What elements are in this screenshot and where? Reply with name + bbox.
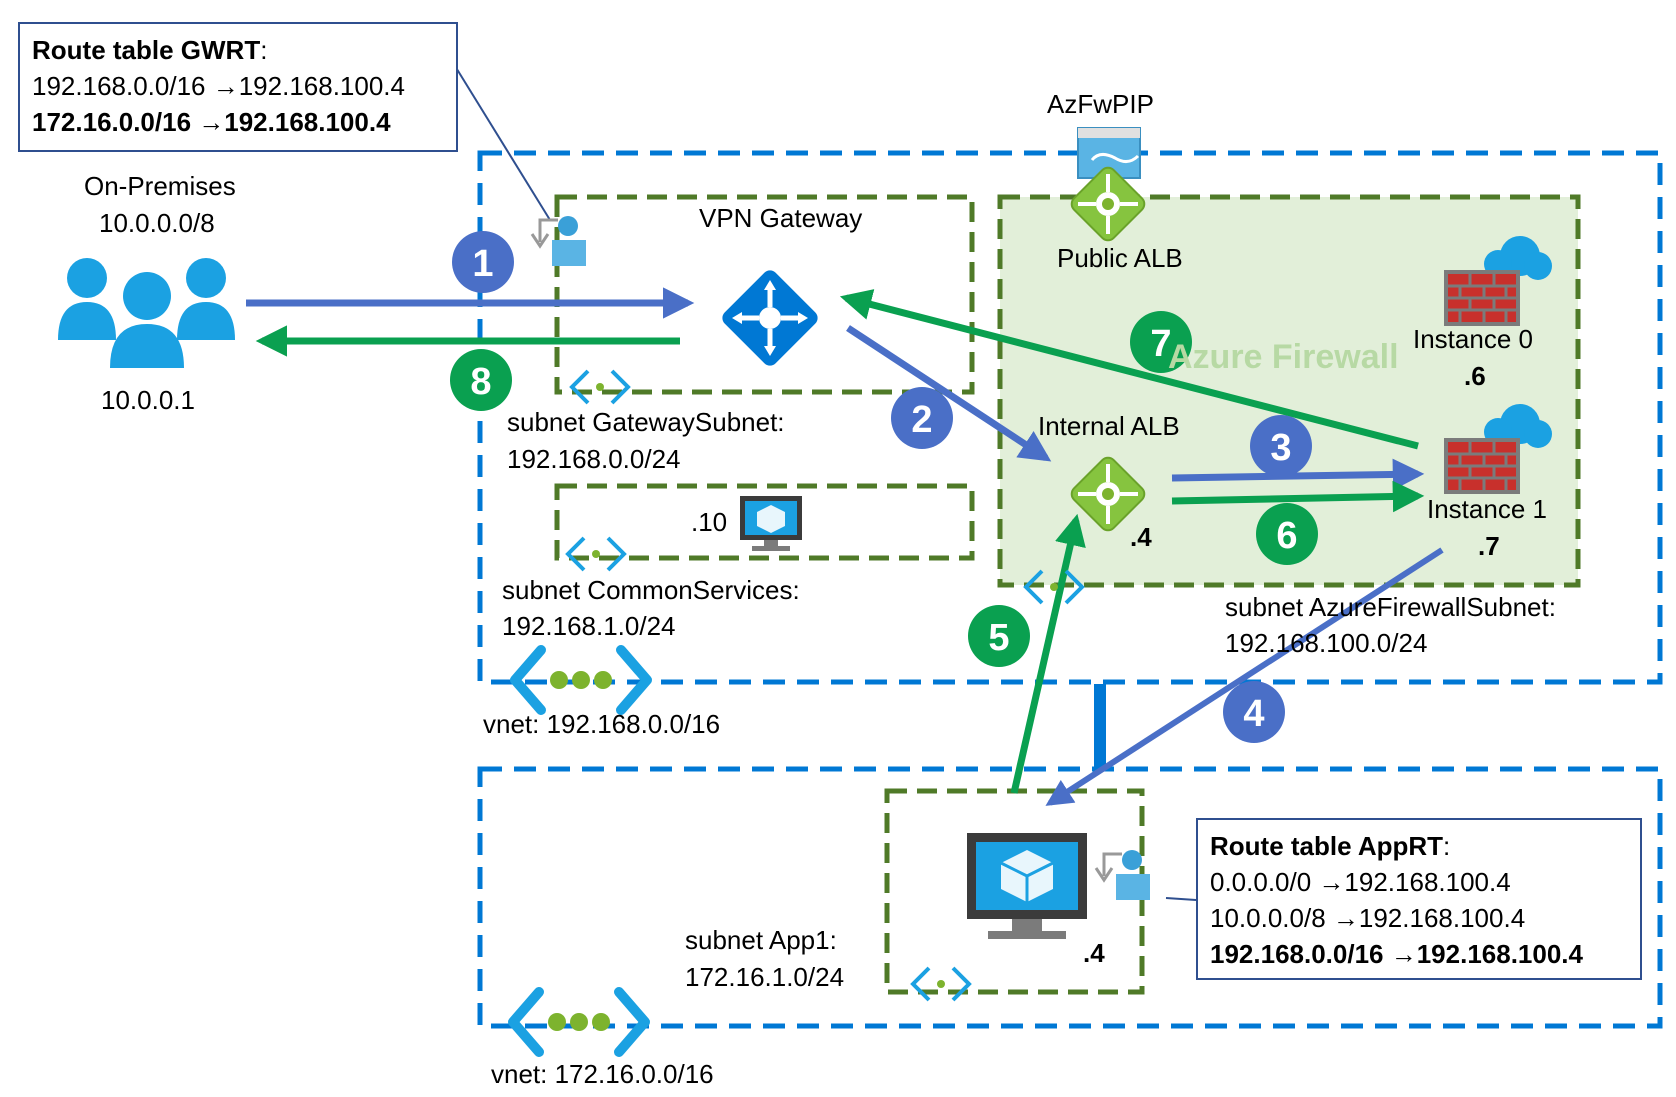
svg-text:1: 1 [472, 243, 493, 285]
spoke-vnet-box [477, 766, 1663, 1029]
apprt-route-1: 0.0.0.0/0 →192.168.100.4 [1210, 867, 1511, 897]
firewall-instance-0-label: Instance 0 [1413, 324, 1533, 354]
app1-subnet-label: subnet App1: [685, 925, 837, 955]
app1-vm-icon [967, 833, 1087, 939]
gwrt-route-2: 172.16.0.0/16 →192.168.100.4 [32, 107, 391, 137]
gateway-subnet-label: subnet GatewaySubnet: [507, 407, 785, 437]
public-ip-label: AzFwPIP [1047, 89, 1154, 119]
step-badge-4: 4 [1223, 681, 1285, 743]
hub-vnet-label: vnet: 192.168.0.0/16 [483, 709, 721, 739]
app1-subnet-cidr: 172.16.1.0/24 [685, 962, 845, 992]
common-services-vm-ip: .10 [691, 507, 728, 537]
commonservices-subnet-box [554, 483, 975, 561]
users-icon [58, 258, 235, 368]
on-premises-host-ip: 10.0.0.1 [101, 385, 195, 415]
gateway-subnet-cidr: 192.168.0.0/24 [507, 444, 681, 474]
commonservices-subnet-label: subnet CommonServices: [502, 575, 800, 605]
vpn-gateway-icon [722, 270, 818, 366]
svg-text:5: 5 [988, 617, 1009, 659]
spoke-vnet-icon [513, 992, 645, 1052]
step-badge-7: 7 [1130, 311, 1192, 373]
hub-vnet-box [477, 150, 1663, 685]
gwrt-route-1: 192.168.0.0/16 →192.168.100.4 [32, 71, 405, 101]
firewall-instance-0-ip: .6 [1464, 361, 1486, 391]
gwrt-title-colon: : [260, 35, 268, 65]
svg-text:6: 6 [1276, 515, 1297, 557]
route-table-apprt: Route table AppRT: 0.0.0.0/0 →192.168.10… [1196, 818, 1642, 980]
gwrt-route-table-icon [530, 214, 588, 268]
step-badge-2: 2 [891, 387, 953, 449]
firewall-subnet-cidr: 192.168.100.0/24 [1225, 628, 1428, 658]
step-badge-8: 8 [450, 349, 512, 411]
firewall-subnet-label: subnet AzureFirewallSubnet: [1225, 592, 1556, 622]
svg-text:3: 3 [1270, 427, 1291, 469]
step-badge-3: 3 [1250, 415, 1312, 477]
svg-text:4: 4 [1243, 693, 1264, 735]
svg-text:2: 2 [911, 399, 932, 441]
azure-firewall-title: Azure Firewall [1168, 338, 1399, 376]
firewall-instance-1-label: Instance 1 [1427, 494, 1547, 524]
flow-arrow-5 [1010, 513, 1086, 794]
internal-alb-ip: .4 [1130, 522, 1152, 552]
app1-vm-ip: .4 [1083, 938, 1105, 968]
apprt-connector [1165, 897, 1197, 901]
commonservices-subnet-cidr: 192.168.1.0/24 [502, 611, 676, 641]
firewall-instance-1-ip: .7 [1478, 531, 1500, 561]
commonservices-subnet-icon [566, 536, 626, 572]
apprt-route-table-icon [1094, 848, 1152, 902]
on-premises-cidr: 10.0.0.0/8 [99, 208, 215, 238]
spoke-vnet-label: vnet: 172.16.0.0/16 [491, 1059, 714, 1089]
route-table-gwrt: Route table GWRT: 192.168.0.0/16 →192.16… [18, 22, 458, 152]
step-badge-5: 5 [968, 605, 1030, 667]
common-services-vm-icon [740, 496, 802, 551]
apprt-title-colon: : [1443, 831, 1451, 861]
flow-arrow-4 [1045, 547, 1444, 806]
apprt-route-2: 10.0.0.0/8 →192.168.100.4 [1210, 903, 1526, 933]
gwrt-connector [454, 65, 551, 221]
step-badge-6: 6 [1256, 503, 1318, 565]
gateway-subnet-box [554, 194, 975, 395]
step-badge-1: 1 [452, 231, 514, 293]
flow-arrow-6 [1171, 480, 1425, 513]
vnet-peering-link [1094, 684, 1106, 768]
apprt-title: Route table AppRT [1210, 831, 1444, 861]
flow-arrow-7 [839, 289, 1419, 450]
svg-text:7: 7 [1150, 323, 1171, 365]
gateway-subnet-icon [570, 369, 630, 405]
svg-text:8: 8 [470, 361, 491, 403]
internal-alb-label: Internal ALB [1038, 411, 1180, 441]
app1-subnet-icon [911, 966, 971, 1002]
public-alb-label: Public ALB [1057, 243, 1183, 273]
apprt-route-3: 192.168.0.0/16 →192.168.100.4 [1210, 939, 1583, 969]
flow-arrow-2 [846, 325, 1052, 462]
on-premises-title: On-Premises [84, 171, 236, 201]
vpn-gateway-label: VPN Gateway [699, 203, 863, 233]
flow-arrow-3 [1171, 458, 1425, 491]
gwrt-title: Route table GWRT [32, 35, 261, 65]
